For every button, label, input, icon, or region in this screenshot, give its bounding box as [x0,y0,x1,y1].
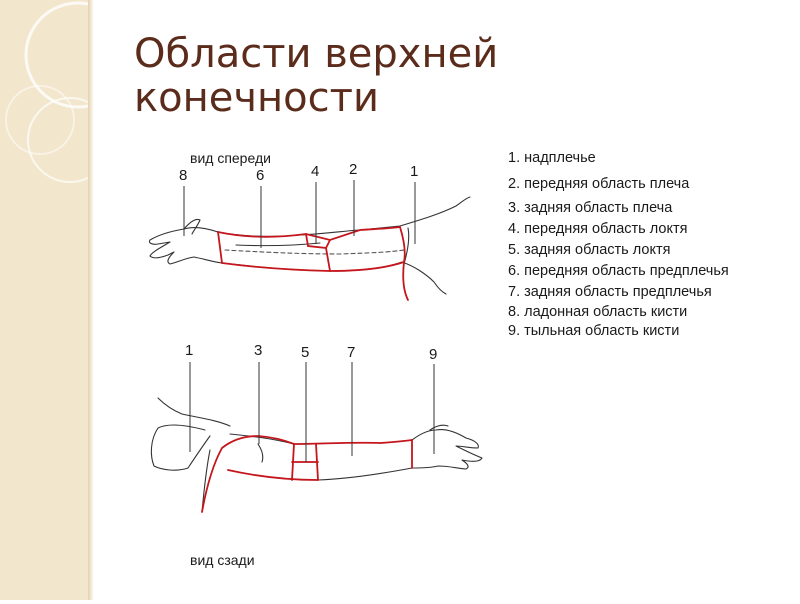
slide-title-line-2: конечности [134,75,379,121]
front-number-1: 1 [410,163,419,180]
back-number-1: 1 [185,342,194,359]
legend-item-6: 6. передняя область предплечья [508,263,729,279]
slide-title-line-1: Области верхней [134,31,499,77]
legend-item-8: 8. ладонная область кисти [508,304,688,320]
legend-item-5: 5. задняя область локтя [508,242,671,258]
slide-title: Области верхней конечности [134,32,498,120]
legend-item-9: 9. тыльная область кисти [508,323,680,339]
front-number-2: 2 [349,161,358,178]
back-view-boundaries [201,435,413,513]
back-number-9: 9 [429,346,438,363]
legend-item-1: 1. надплечье [508,150,596,166]
back-view-leader-lines [189,362,435,462]
back-number-7: 7 [347,344,356,361]
back-view-label: вид сзади [190,552,255,568]
back-number-3: 3 [254,342,263,359]
front-view-boundaries [217,226,409,301]
front-number-6: 6 [256,167,265,184]
legend-item-3: 3. задняя область плеча [508,200,673,216]
legend-item-7: 7. задняя область предплечья [508,284,712,300]
legend-item-2: 2. передняя область плеча [508,176,690,192]
front-view-label: вид спереди [190,150,271,166]
front-view-leader-lines [183,180,416,248]
legend-item-4: 4. передняя область локтя [508,221,688,237]
front-number-8: 8 [179,167,188,184]
back-number-5: 5 [301,344,310,361]
front-number-4: 4 [311,163,320,180]
